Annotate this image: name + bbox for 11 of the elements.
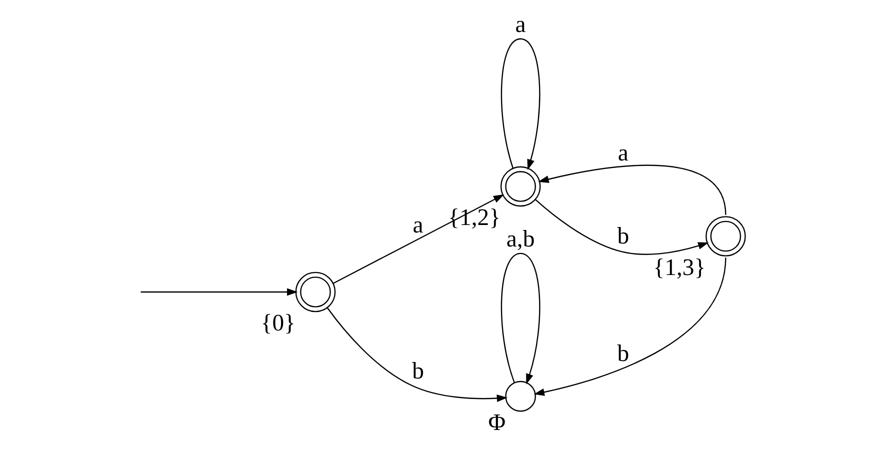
edge-label: b	[617, 340, 630, 367]
node-label: Φ	[488, 410, 506, 436]
edge-label: b	[412, 358, 424, 385]
edge-label: b	[617, 223, 630, 250]
edge-label: a	[515, 12, 526, 38]
edge-label: a	[412, 212, 424, 239]
edge-label: a	[618, 140, 628, 166]
node-label: {1,2}	[448, 205, 501, 231]
node-label: {0}	[260, 310, 296, 337]
edge-label: a,b	[506, 226, 535, 252]
node-label: {1,3}	[653, 254, 706, 281]
